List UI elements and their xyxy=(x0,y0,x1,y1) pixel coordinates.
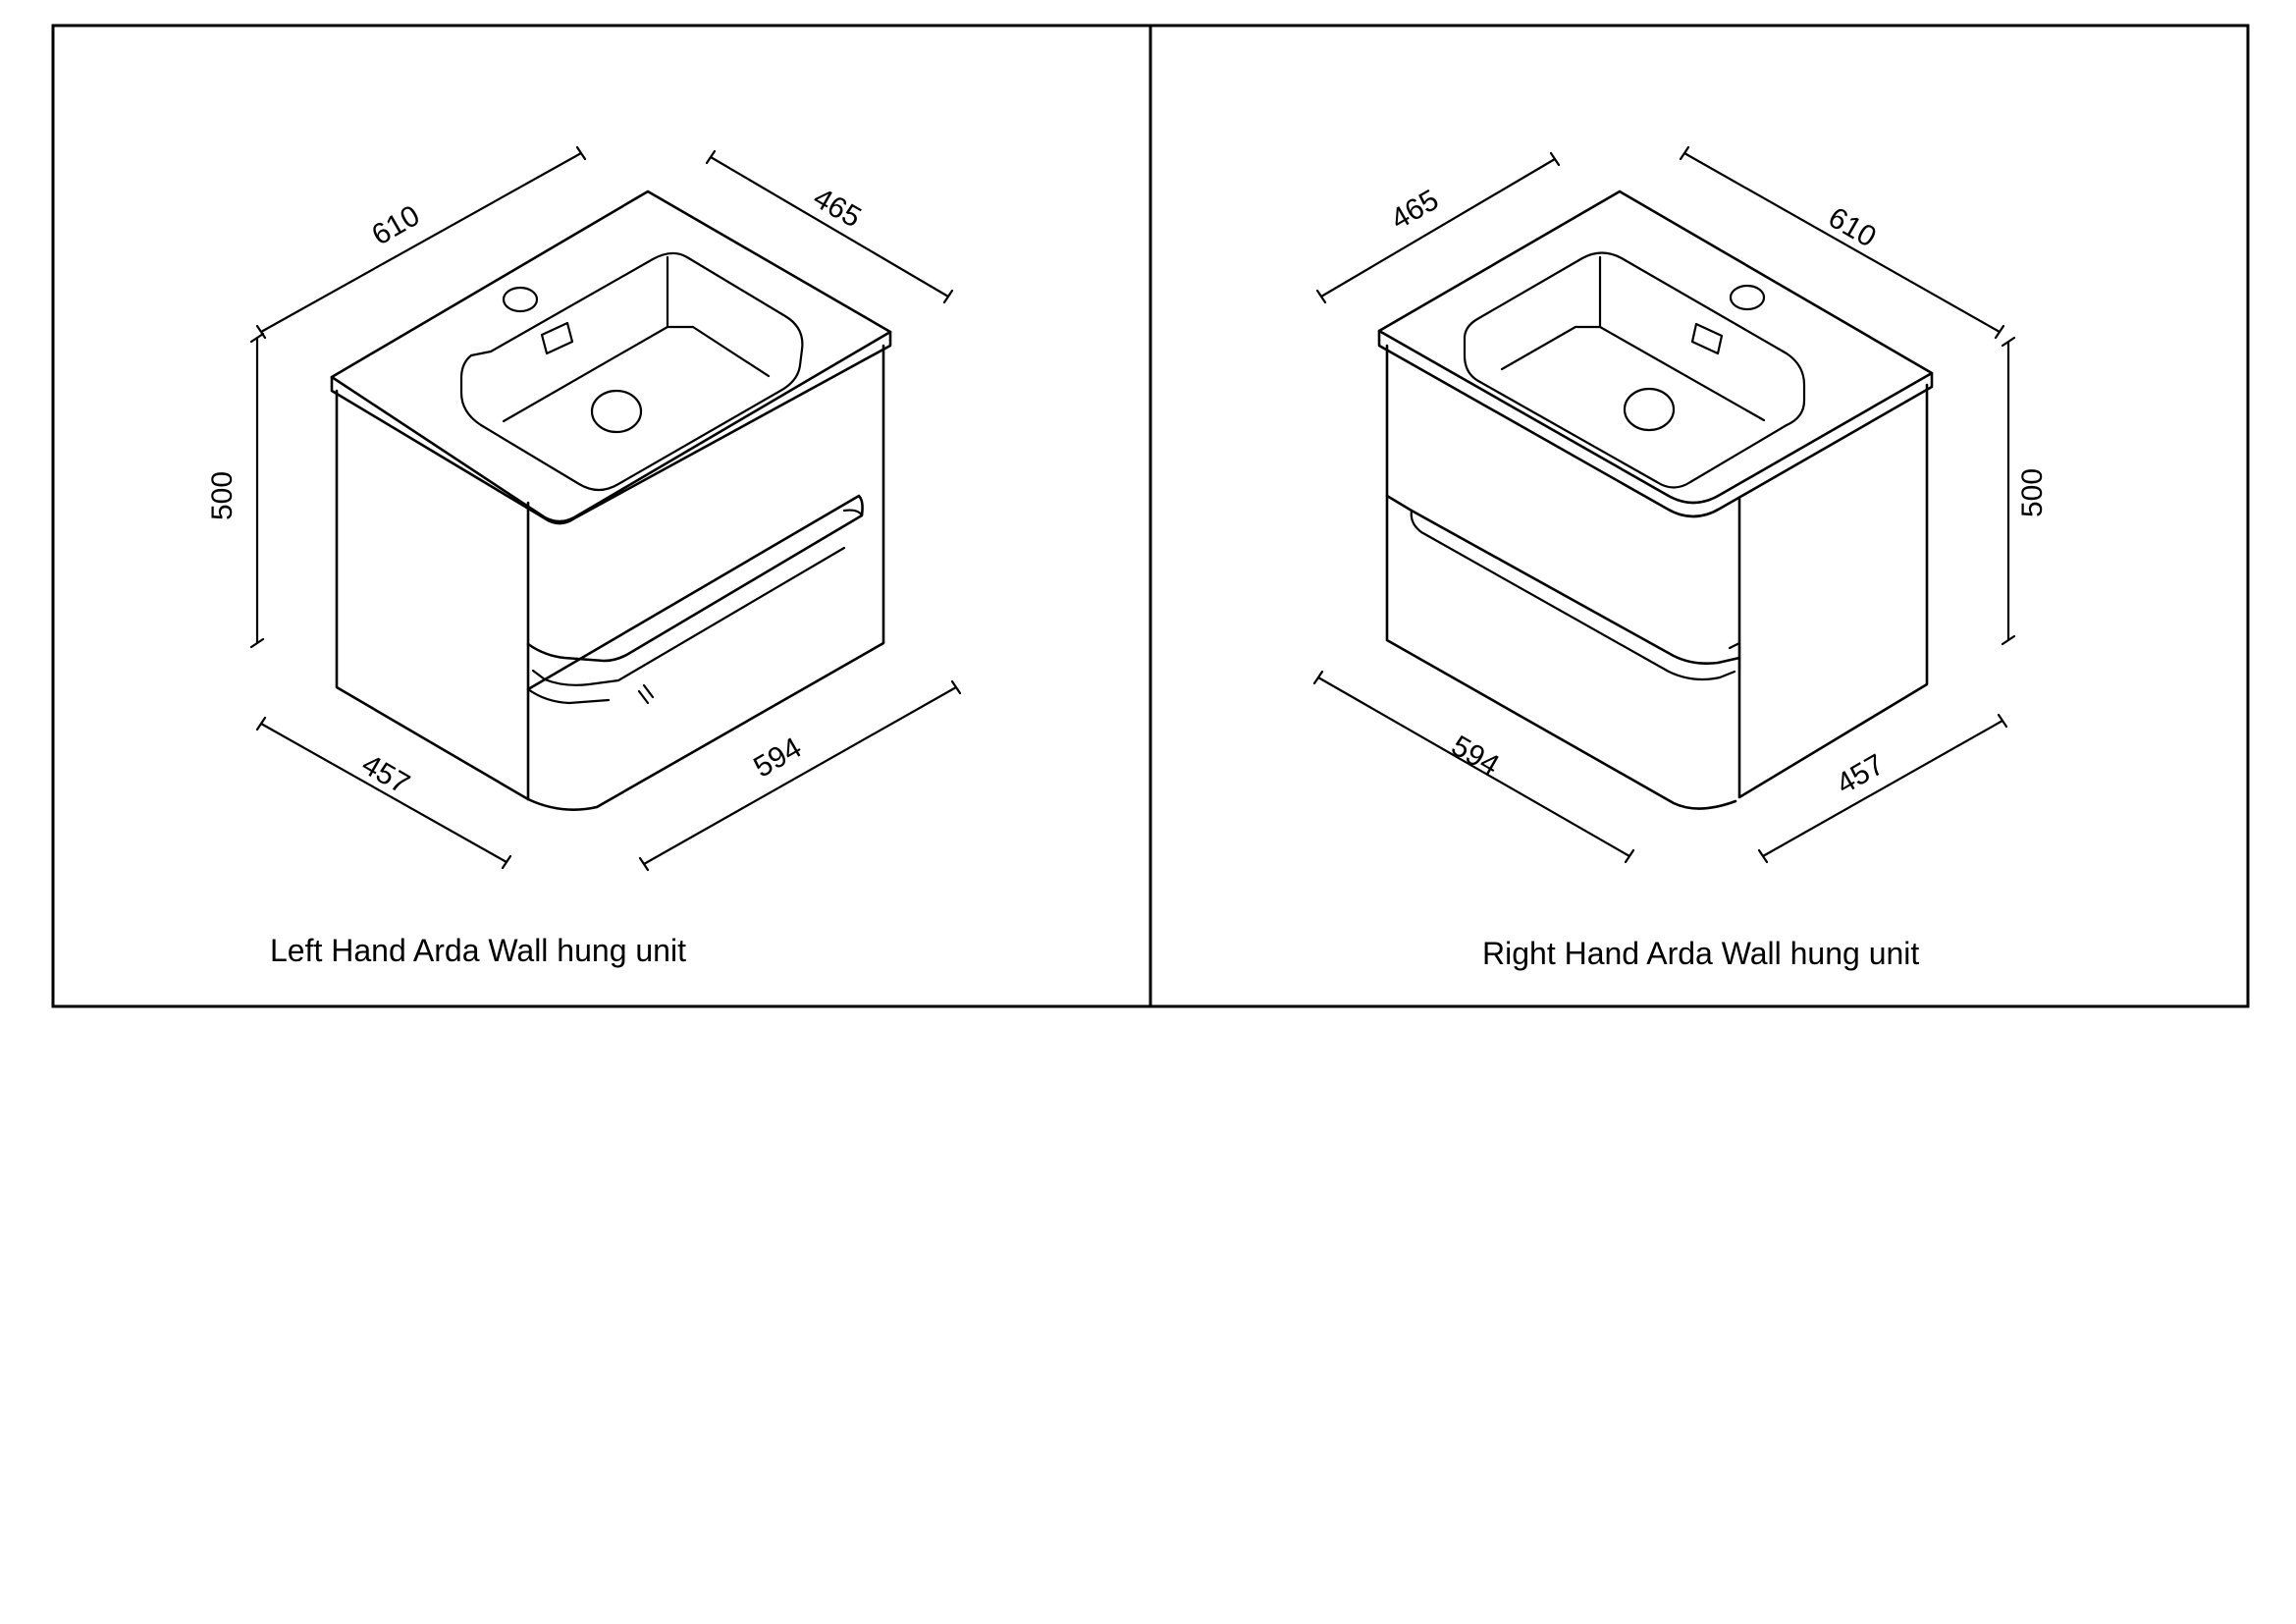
countertop-top xyxy=(330,189,892,523)
lower-drawer-top xyxy=(526,687,611,705)
drain-icon xyxy=(1623,387,1676,432)
right-dimensions: 465 610 500 594 457 xyxy=(1312,145,2049,864)
dim-line-base-width xyxy=(637,679,962,872)
upper-drawer-front xyxy=(526,494,864,691)
countertop-top xyxy=(1377,189,1934,505)
dim-line-top-depth xyxy=(705,149,954,304)
dim-label-top-depth: 465 xyxy=(808,182,867,235)
tap-hole-icon xyxy=(502,286,539,313)
dim-line-top-width xyxy=(255,145,587,340)
countertop-edge xyxy=(330,330,892,525)
drain-icon xyxy=(590,389,643,434)
drawer-handle-recess xyxy=(531,546,846,686)
dim-label-top-width: 610 xyxy=(1823,201,1882,254)
dim-line-base-depth xyxy=(255,716,512,870)
drawer-handle-recess xyxy=(1410,509,1736,681)
countertop-edge xyxy=(1377,329,1934,518)
dim-label-base-depth: 457 xyxy=(1831,748,1890,801)
cabinet-side-panel xyxy=(335,389,530,801)
cabinet-front xyxy=(1385,344,1737,810)
overflow-slot-icon xyxy=(540,321,574,355)
basin-inner-right xyxy=(666,325,771,378)
dim-line-base-width xyxy=(1312,670,1635,864)
right-panel-caption: Right Hand Arda Wall hung unit xyxy=(1482,936,1919,971)
dim-label-base-depth: 457 xyxy=(356,748,415,801)
tap-hole-icon xyxy=(1729,284,1766,311)
dim-label-height: 500 xyxy=(206,471,239,520)
cabinet-side-panel xyxy=(1737,383,1929,799)
overflow-slot-icon xyxy=(1690,322,1724,355)
right-panel: 465 610 500 594 457 Right Hand Arda Wall… xyxy=(1312,145,2049,971)
basin-inner-left xyxy=(1500,325,1602,371)
upper-drawer-front xyxy=(1385,494,1741,665)
dim-line-height xyxy=(249,332,265,649)
drawer-handle-end xyxy=(1728,641,1741,672)
dim-line-top-width xyxy=(1679,145,2005,340)
basin-rim xyxy=(1463,251,1806,489)
right-hand-unit-drawing xyxy=(1377,189,1934,810)
dim-label-height: 500 xyxy=(2016,468,2049,517)
dim-label-base-width: 594 xyxy=(1446,730,1505,783)
cabinet-front xyxy=(526,344,885,811)
basin-inner-back xyxy=(502,255,669,423)
dim-line-base-depth xyxy=(1757,713,2008,864)
left-panel: 610 465 500 457 594 Left Hand Arda Wall … xyxy=(206,145,962,968)
drawer-handle-end xyxy=(842,509,864,517)
basin-inner-back xyxy=(1598,255,1766,422)
left-dimensions: 610 465 500 457 594 xyxy=(206,145,962,872)
left-hand-unit-drawing xyxy=(330,189,892,811)
basin-rim xyxy=(459,251,804,492)
dim-line-top-depth xyxy=(1315,151,1561,304)
dim-line-height xyxy=(2001,336,2016,646)
left-panel-caption: Left Hand Arda Wall hung unit xyxy=(270,933,686,968)
